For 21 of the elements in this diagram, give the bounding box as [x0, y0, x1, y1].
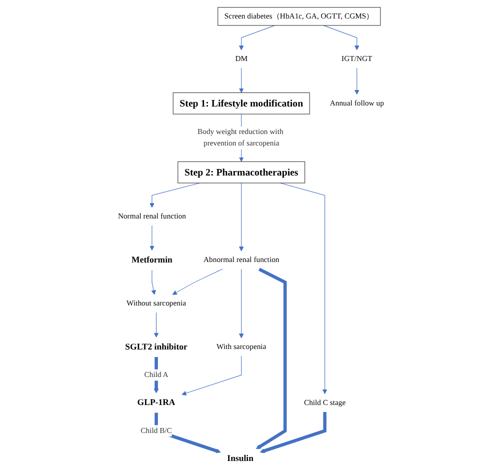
arrow	[172, 268, 222, 294]
arrow	[354, 67, 359, 94]
arrow	[153, 312, 158, 338]
arrow	[238, 268, 244, 338]
node-box: Step 2: Pharmacotherapies	[177, 160, 305, 183]
node-text: SGLT2 inhibitor	[124, 342, 187, 352]
arrow	[238, 67, 244, 92]
arrow	[149, 182, 200, 208]
node-text: Insulin	[226, 453, 254, 463]
arrow	[259, 411, 326, 453]
arrow	[238, 24, 275, 50]
arrow	[181, 355, 242, 396]
arrow	[322, 24, 359, 50]
node-text: GLP-1RA	[136, 398, 175, 407]
node-text: Metformin	[131, 254, 172, 264]
arrow	[279, 182, 327, 394]
arrow	[149, 224, 154, 250]
arrow	[255, 267, 286, 449]
arrow	[238, 182, 244, 251]
node-box: Step 1: Lifestyle modification	[172, 92, 310, 114]
arrow	[150, 269, 156, 294]
